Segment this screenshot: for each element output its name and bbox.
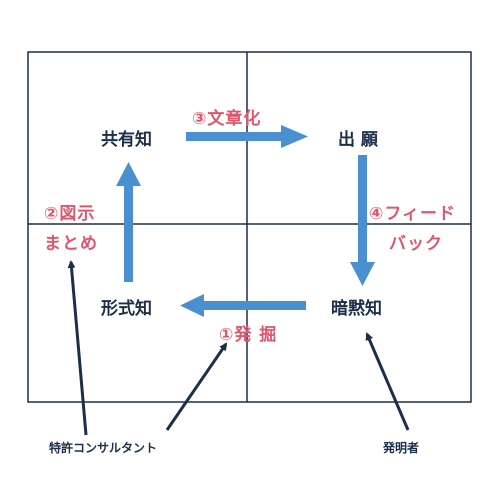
- pointer-consultant-to-step2: [67, 260, 88, 436]
- label-step4-line2: バック: [389, 234, 443, 254]
- arrow-step3-right: [186, 125, 308, 148]
- arrow-step2-up: [116, 162, 141, 282]
- label-step4-line1: ④フィード: [369, 204, 457, 224]
- label-step1: ①発 掘: [219, 325, 278, 345]
- pointer-consultant-to-step1: [165, 342, 228, 431]
- label-shared-knowledge: 共有知: [101, 130, 152, 150]
- label-tacit-knowledge: 暗黙知: [331, 299, 382, 319]
- pointer-inventor-to-tacit: [365, 332, 410, 431]
- label-step2-line1: ②図示: [44, 204, 96, 224]
- label-application: 出 願: [338, 130, 378, 150]
- label-step3: ③文章化: [192, 109, 262, 129]
- label-step2-line2: まとめ: [44, 234, 98, 254]
- label-explicit-knowledge: 形式知: [101, 299, 152, 319]
- label-patent-consultant: 特許コンサルタント: [49, 441, 158, 455]
- label-inventor: 発明者: [383, 441, 420, 455]
- arrow-step4-down: [350, 155, 375, 286]
- grid-frame: [27, 51, 472, 403]
- arrow-step1-left: [180, 294, 306, 317]
